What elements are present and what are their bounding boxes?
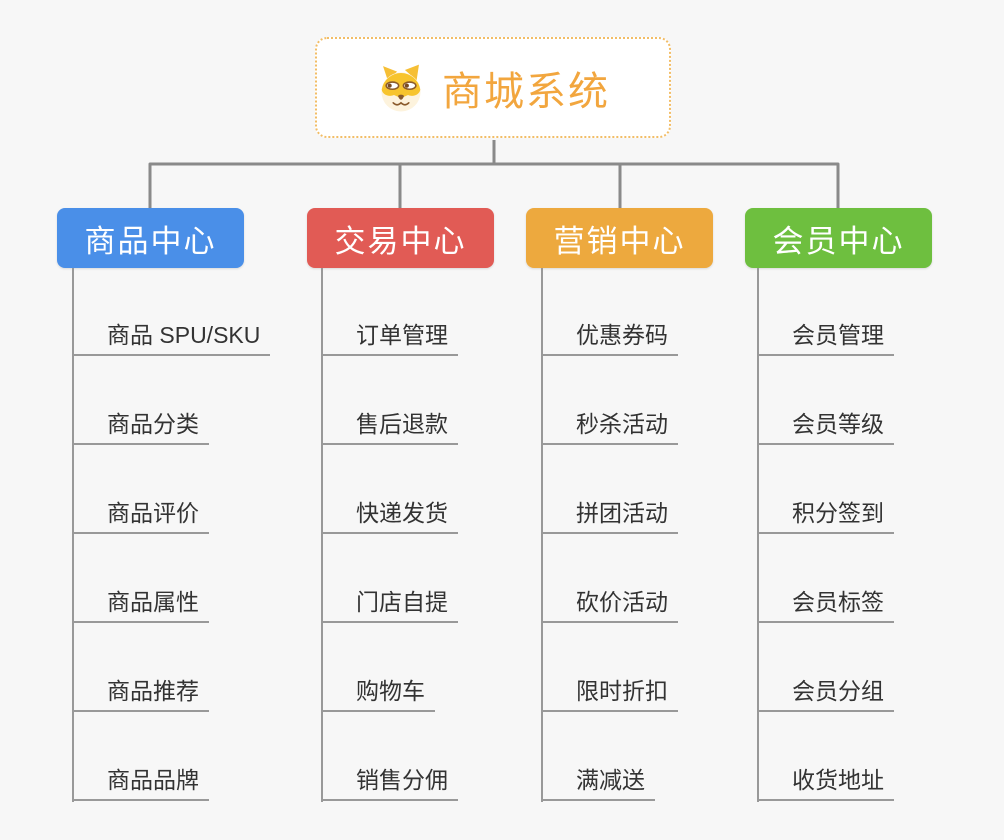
leaf-node[interactable]: 商品评价 xyxy=(72,498,209,534)
leaf-node[interactable]: 收货地址 xyxy=(757,765,894,801)
branch-node-marketing-center[interactable]: 营销中心 xyxy=(526,208,713,268)
leaf-node[interactable]: 订单管理 xyxy=(321,320,458,356)
leaf-node[interactable]: 商品属性 xyxy=(72,587,209,623)
leaf-node[interactable]: 商品品牌 xyxy=(72,765,209,801)
leaf-node[interactable]: 商品 SPU/SKU xyxy=(72,320,271,356)
leaf-node[interactable]: 砍价活动 xyxy=(541,587,678,623)
leaf-node[interactable]: 会员分组 xyxy=(757,676,894,712)
branch-node-trade-center[interactable]: 交易中心 xyxy=(307,208,494,268)
root-title: 商城系统 xyxy=(442,69,610,114)
branch-node-product-center[interactable]: 商品中心 xyxy=(57,208,244,268)
leaf-node[interactable]: 销售分佣 xyxy=(321,765,458,801)
leaf-node[interactable]: 会员标签 xyxy=(757,587,894,623)
leaf-column-product-center: 商品 SPU/SKU 商品分类 商品评价 商品属性 商品推荐 商品品牌 xyxy=(72,268,304,802)
leaf-node[interactable]: 售后退款 xyxy=(321,409,458,445)
leaf-node[interactable]: 限时折扣 xyxy=(541,676,678,712)
leaf-node[interactable]: 秒杀活动 xyxy=(541,409,678,445)
leaf-node[interactable]: 优惠券码 xyxy=(541,320,678,356)
leaf-node[interactable]: 拼团活动 xyxy=(541,498,678,534)
leaf-node[interactable]: 满减送 xyxy=(541,765,655,801)
leaf-column-trade-center: 订单管理 售后退款 快递发货 门店自提 购物车 销售分佣 xyxy=(321,268,553,802)
leaf-node[interactable]: 商品分类 xyxy=(72,409,209,445)
dog-face-icon xyxy=(381,64,421,111)
leaf-node[interactable]: 积分签到 xyxy=(757,498,894,534)
leaf-node[interactable]: 商品推荐 xyxy=(72,676,209,712)
leaf-column-marketing-center: 优惠券码 秒杀活动 拼团活动 砍价活动 限时折扣 满减送 xyxy=(541,268,773,802)
leaf-column-member-center: 会员管理 会员等级 积分签到 会员标签 会员分组 收货地址 xyxy=(757,268,989,802)
leaf-node[interactable]: 会员管理 xyxy=(757,320,894,356)
root-node[interactable]: 商城系统 xyxy=(315,37,671,138)
leaf-node[interactable]: 会员等级 xyxy=(757,409,894,445)
branch-node-member-center[interactable]: 会员中心 xyxy=(745,208,932,268)
leaf-node[interactable]: 购物车 xyxy=(321,676,435,712)
leaf-node[interactable]: 快递发货 xyxy=(321,498,458,534)
leaf-node[interactable]: 门店自提 xyxy=(321,587,458,623)
